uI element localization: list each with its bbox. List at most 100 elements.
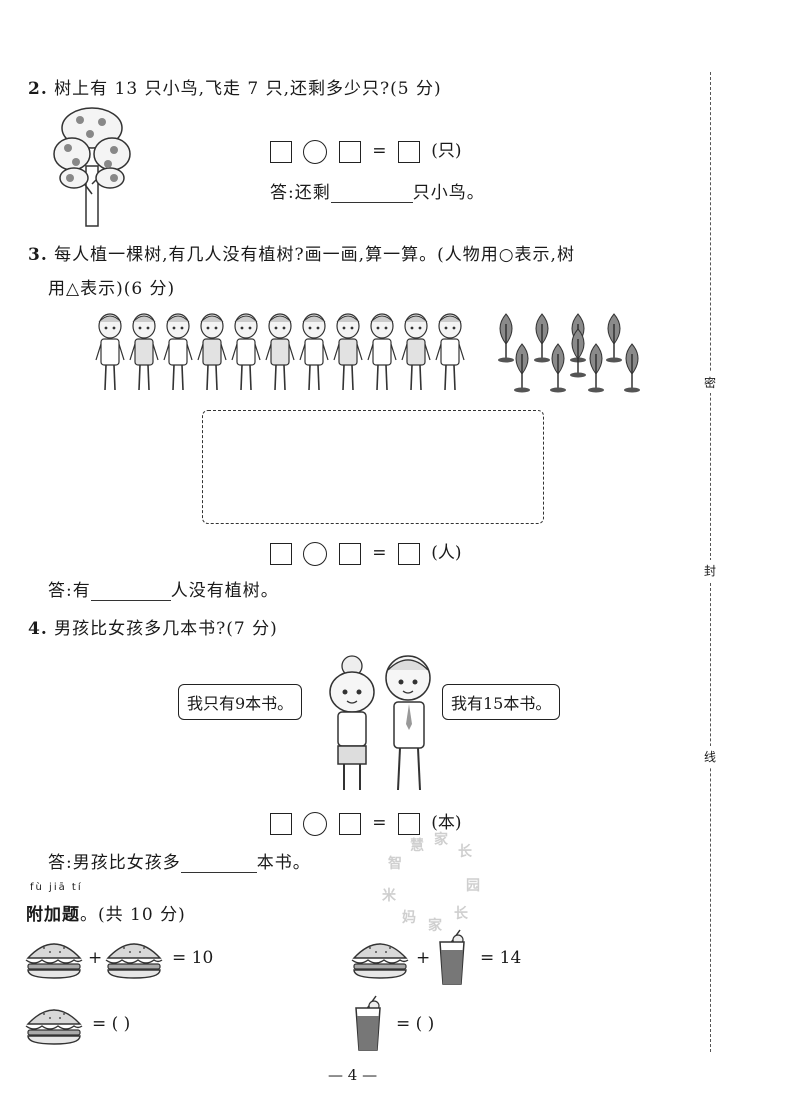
question-3-text: 每人植一棵树,有几人没有植树?画一画,算一算。(人物用○表示,树 (54, 245, 575, 265)
svg-text:智: 智 (387, 855, 402, 872)
equals-sign: = (372, 141, 387, 161)
bonus-title: 附加题 (26, 905, 80, 925)
tree-figure (588, 343, 604, 393)
trees-group-illustration (498, 313, 640, 393)
unit-label: (人) (431, 543, 462, 563)
answer-suffix: 只小鸟。 (412, 183, 485, 203)
tree-figure (534, 313, 550, 363)
child-figure (435, 313, 465, 391)
answer-blank[interactable] (90, 582, 171, 601)
tree-figure (550, 343, 566, 393)
answer-suffix: 本书。 (256, 853, 311, 873)
page-number: — 4 — (328, 1066, 378, 1084)
question-2-text: 树上有 13 只小鸟,飞走 7 只,还剩多少只?(5 分) (54, 79, 442, 99)
bonus-pinyin: fù jiā tí (30, 882, 83, 893)
svg-text:长: 长 (458, 843, 473, 860)
question-3-title-line1: 3. 每人植一棵树,有几人没有植树?画一画,算一算。(人物用○表示,树 (28, 240, 575, 265)
bonus-eq4-answer[interactable]: = ( ) (396, 1014, 435, 1034)
question-3-equation: = (人) (270, 538, 468, 566)
tree-with-birds-illustration (53, 107, 131, 227)
answer-box[interactable] (270, 140, 292, 163)
watermark-stamp: 智慧家长 米妈家长园 (382, 831, 480, 934)
answer-blank[interactable] (330, 184, 413, 203)
svg-text:米: 米 (382, 887, 397, 904)
question-4-title: 4. 男孩比女孩多几本书?(7 分) (28, 614, 278, 639)
child-figure (163, 313, 193, 391)
child-figure (231, 313, 261, 391)
answer-box[interactable] (338, 812, 361, 835)
svg-text:慧: 慧 (410, 837, 424, 854)
answer-prefix: 答:还剩 (270, 183, 331, 203)
bonus-eq2-result: = 14 (480, 948, 522, 968)
question-3-number: 3. (28, 245, 48, 265)
child-figure (129, 313, 159, 391)
juice-glass-icon (439, 929, 465, 985)
question-2-answer: 答:还剩 只小鸟。 (270, 178, 485, 203)
answer-prefix: 答:有 (48, 581, 91, 601)
svg-text:家: 家 (434, 831, 449, 848)
children-row-illustration (95, 313, 465, 391)
boy-speech-bubble: 我有15本书。 (442, 684, 561, 720)
boy-figure (385, 655, 431, 791)
seal-char-feng: 封 (704, 560, 717, 581)
tree-figure (498, 313, 514, 363)
unit-label: (只) (431, 141, 462, 161)
question-2-equation: = (只) (270, 136, 468, 164)
question-3-title-line2: 用△表示)(6 分) (48, 279, 176, 299)
bonus-eq3-answer[interactable]: = ( ) (92, 1014, 131, 1034)
question-4-number: 4. (28, 619, 48, 639)
result-box[interactable] (397, 812, 420, 835)
bonus-eq2-plus: + (416, 948, 431, 968)
unit-label: (本) (431, 813, 462, 833)
answer-box[interactable] (270, 812, 292, 835)
tree-figure (624, 343, 640, 393)
question-2-number: 2. (28, 79, 48, 99)
hamburger-icon (25, 1008, 83, 1045)
child-figure (197, 313, 227, 391)
answer-box[interactable] (270, 542, 292, 565)
operator-circle[interactable] (303, 541, 328, 566)
answer-prefix: 答:男孩比女孩多 (48, 853, 181, 873)
hamburger-icon (105, 942, 163, 979)
seal-char-mi: 密 (704, 372, 717, 393)
question-3-answer: 答:有 人没有植树。 (48, 576, 279, 601)
child-figure (333, 313, 363, 391)
equals-sign: = (372, 543, 387, 563)
child-figure (299, 313, 329, 391)
child-figure (95, 313, 125, 391)
drawing-area[interactable] (202, 410, 544, 524)
equals-sign: = (372, 813, 387, 833)
bonus-title-line: 附加题。(共 10 分) (26, 900, 186, 925)
bonus-score: 。(共 10 分) (80, 905, 186, 925)
question-4-equation: = (本) (270, 808, 468, 836)
result-box[interactable] (397, 140, 420, 163)
question-4-text: 男孩比女孩多几本书?(7 分) (54, 619, 278, 639)
girl-figure (329, 655, 375, 790)
question-4-answer: 答:男孩比女孩多 本书。 (48, 848, 311, 873)
svg-text:园: 园 (466, 878, 480, 894)
bonus-eq1-result: = 10 (172, 948, 214, 968)
bonus-eq1-plus: + (88, 948, 103, 968)
child-figure (265, 313, 295, 391)
operator-circle[interactable] (303, 139, 328, 164)
svg-text:长: 长 (454, 905, 469, 922)
svg-text:妈: 妈 (402, 909, 416, 926)
operator-circle[interactable] (303, 811, 328, 836)
girl-speech-bubble: 我只有9本书。 (178, 684, 303, 720)
child-figure (367, 313, 397, 391)
juice-glass-icon (355, 995, 381, 1051)
question-2-title: 2. 树上有 13 只小鸟,飞走 7 只,还剩多少只?(5 分) (28, 74, 442, 99)
tree-figure (514, 343, 530, 393)
hamburger-icon (25, 942, 83, 979)
answer-blank[interactable] (180, 854, 257, 873)
answer-box[interactable] (338, 542, 361, 565)
seal-char-xian: 线 (704, 746, 717, 767)
answer-box[interactable] (338, 140, 361, 163)
result-box[interactable] (397, 542, 420, 565)
svg-text:家: 家 (428, 917, 443, 934)
hamburger-icon (351, 942, 409, 979)
answer-suffix: 人没有植树。 (170, 581, 279, 601)
tree-figure (606, 313, 622, 363)
child-figure (401, 313, 431, 391)
tree-figure (570, 328, 586, 378)
